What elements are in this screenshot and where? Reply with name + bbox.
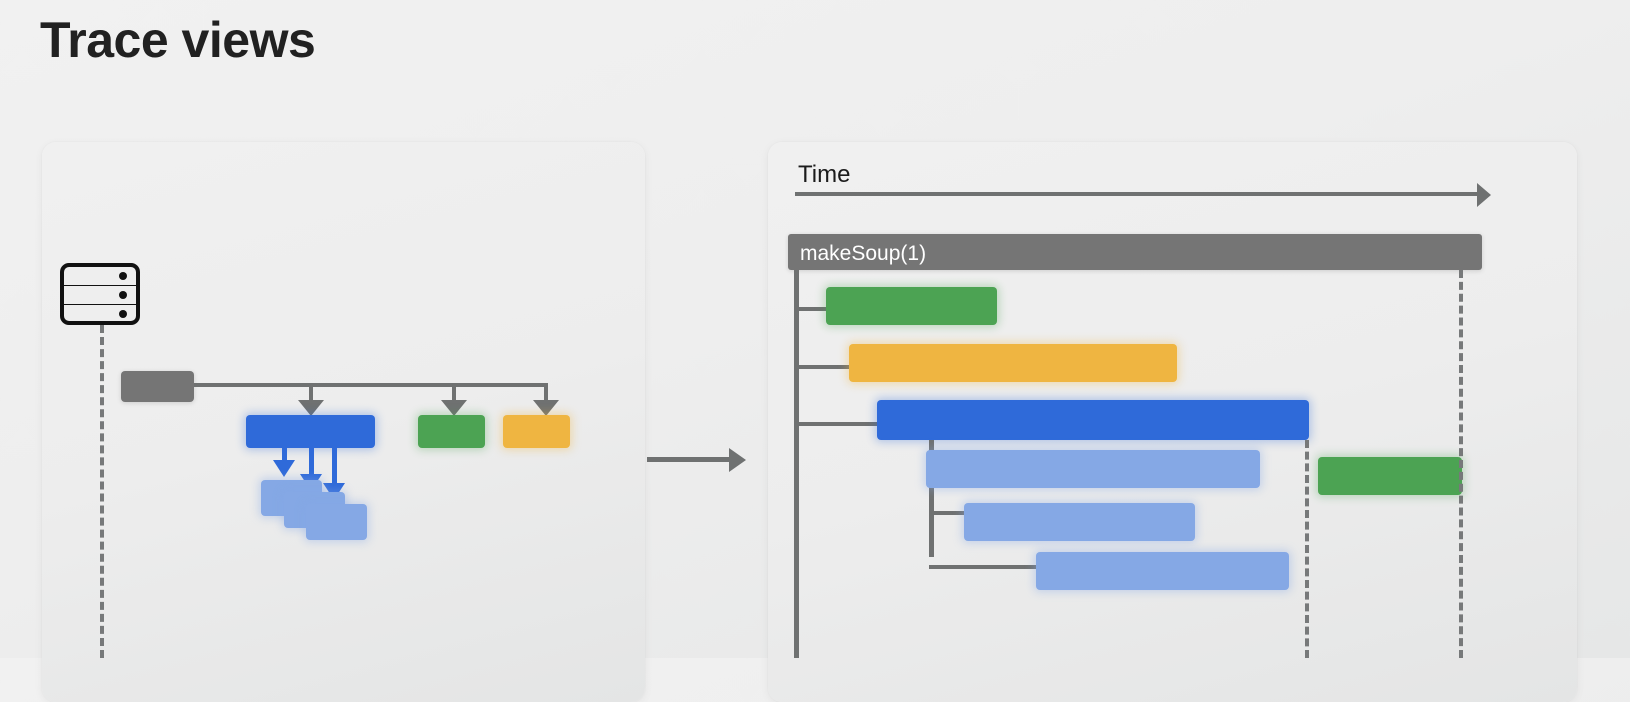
timeline-span-green[interactable]	[826, 287, 997, 325]
timeline-connector	[929, 511, 971, 515]
timeline-guide-green-end	[1459, 270, 1463, 658]
timeline-subspan[interactable]	[964, 503, 1195, 541]
timeline-connector	[794, 307, 829, 311]
timeline-span-amber[interactable]	[849, 344, 1177, 382]
graph-node-blue	[246, 415, 375, 448]
timeline-span-green-trailing[interactable]	[1318, 457, 1462, 495]
timeline-span-blue[interactable]	[877, 400, 1309, 440]
graph-bus-line	[194, 383, 548, 387]
server-icon-led	[119, 272, 127, 280]
graph-arrowhead-icon	[533, 400, 559, 416]
timeline-root-span-label: makeSoup(1)	[800, 242, 927, 265]
graph-arrowhead-icon	[298, 400, 324, 416]
timeline-connector	[794, 365, 850, 369]
graph-nested-arrowhead-icon	[273, 460, 295, 477]
timeline-trunk-line	[794, 270, 799, 658]
timeline-connector	[929, 565, 1046, 569]
graph-branch-line	[544, 383, 548, 402]
timeline-connector	[794, 422, 879, 426]
graph-node-amber	[503, 415, 570, 448]
time-axis-arrow-icon	[1477, 183, 1491, 207]
graph-branch-line	[309, 383, 313, 402]
graph-nested-node	[306, 504, 367, 540]
server-icon-led	[119, 310, 127, 318]
timeline-subspan[interactable]	[926, 450, 1260, 488]
graph-node-green	[418, 415, 485, 448]
timeline-subspan[interactable]	[1036, 552, 1289, 590]
graph-root-node	[121, 371, 194, 402]
timeline-subtrunk-line	[929, 440, 934, 557]
server-icon-led	[119, 291, 127, 299]
graph-nested-branch-line	[332, 448, 337, 485]
time-axis-line	[795, 192, 1479, 196]
graph-nested-branch-line	[309, 448, 314, 476]
graph-arrowhead-icon	[441, 400, 467, 416]
graph-branch-line	[452, 383, 456, 402]
server-timeline-guide	[100, 325, 104, 658]
panel-transition-arrow-shaft	[647, 457, 729, 462]
graph-nested-branch-line	[282, 448, 287, 462]
timeline-guide-blue-end	[1305, 440, 1309, 658]
screenshot-stage: Trace views Time make	[40, 12, 1577, 702]
server-icon-divider	[64, 285, 136, 286]
time-axis-label: Time	[798, 161, 851, 188]
page-title: Trace views	[40, 12, 316, 68]
panel-transition-arrow-icon	[729, 448, 746, 472]
server-icon-divider	[64, 304, 136, 305]
timeline-root-span[interactable]	[788, 234, 1482, 270]
server-icon	[60, 263, 140, 325]
